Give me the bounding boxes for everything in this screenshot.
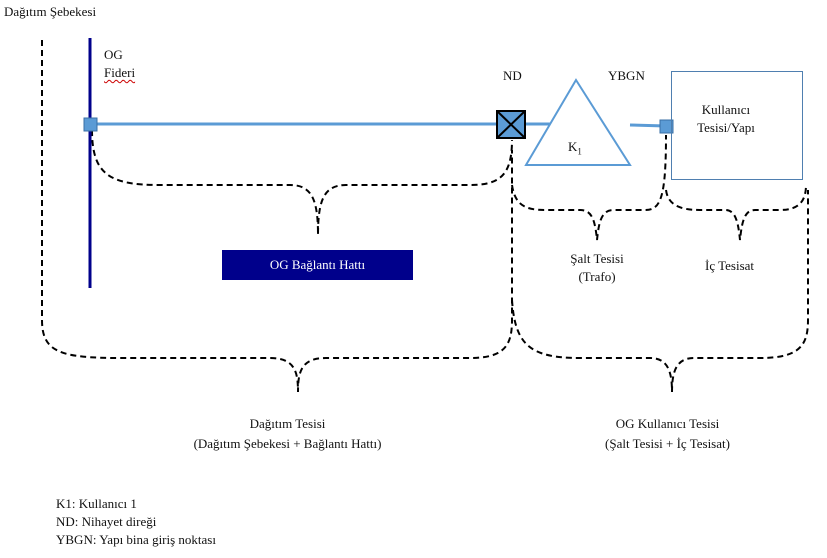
legend: K1: Kullanıcı 1 ND: Nihayet direği YBGN:… — [56, 495, 216, 549]
kullanici-line1: Kullanıcı — [701, 102, 751, 117]
salt-line2: (Trafo) — [578, 269, 616, 284]
trafo-label-sub: 1 — [577, 146, 582, 157]
salt-tesisi-label: Şalt Tesisi (Trafo) — [552, 250, 642, 286]
og-fideri-label: OG Fideri — [104, 46, 135, 82]
dagitim-tesisi-label: Dağıtım Tesisi (Dağıtım Şebekesi + Bağla… — [160, 414, 415, 454]
trafo-label-main: K — [568, 139, 578, 154]
ybgn-node — [659, 119, 674, 134]
dagitim-line1: Dağıtım Tesisi — [249, 416, 326, 431]
nd-symbol — [496, 110, 526, 139]
ogk-line1: OG Kullanıcı Tesisi — [615, 416, 720, 431]
busbar-node — [83, 117, 98, 132]
ogk-line2: (Şalt Tesisi + İç Tesisat) — [605, 436, 730, 451]
og-fideri-line1: OG — [104, 47, 123, 62]
kullanici-line2: Tesisi/Yapı — [697, 120, 755, 135]
ic-tesisat-label: İç Tesisat — [705, 258, 755, 273]
dagitim-line2: (Dağıtım Şebekesi + Bağlantı Hattı) — [193, 436, 382, 451]
trafo-triangle — [524, 78, 632, 166]
legend-item-k1: K1: Kullanıcı 1 — [56, 496, 137, 511]
ybgn-label: YBGN — [608, 68, 645, 83]
og-kullanici-tesisi-label: OG Kullanıcı Tesisi (Şalt Tesisi + İç Te… — [560, 414, 775, 454]
legend-item-nd: ND: Nihayet direği — [56, 514, 157, 529]
brace-ic-tesisat — [665, 184, 807, 241]
salt-line1: Şalt Tesisi — [570, 251, 624, 266]
og-baglanti-hatti-box: OG Bağlantı Hattı — [222, 250, 413, 280]
brace-dagitim-tesisi — [41, 40, 513, 393]
nd-label: ND — [503, 68, 522, 83]
kullanici-tesisi-label: Kullanıcı Tesisi/Yapı — [686, 101, 766, 137]
brace-og-baglanti — [91, 129, 513, 236]
kullanici-tesisi-box — [671, 71, 803, 180]
og-baglanti-hatti-label: OG Bağlantı Hattı — [269, 257, 366, 272]
brace-og-kullanici-tesisi — [511, 190, 809, 393]
legend-item-ybgn: YBGN: Yapı bina giriş noktası — [56, 532, 216, 547]
brace-salt-tesisi — [511, 134, 667, 241]
og-fideri-line2: Fideri — [104, 65, 136, 80]
trafo-label: K1 — [568, 139, 582, 160]
diagram-title: Dağıtım Şebekesi — [4, 4, 97, 19]
